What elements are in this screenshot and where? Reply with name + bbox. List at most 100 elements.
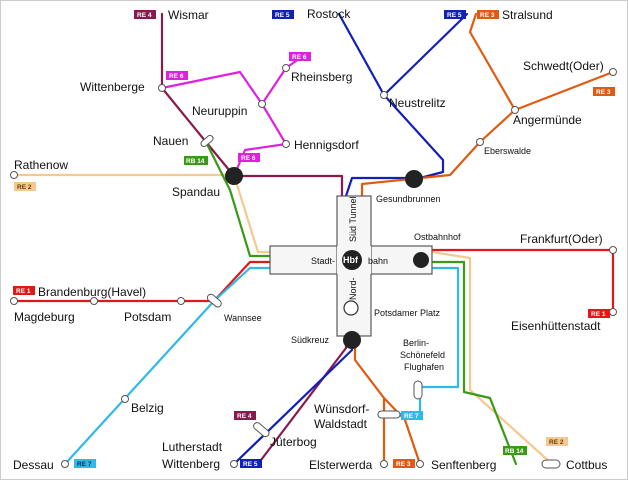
ostbahnhof-hub (413, 252, 429, 268)
station-spandau: Spandau (172, 185, 220, 199)
station-cottbus: Cottbus (566, 458, 607, 472)
hbf-label: Hbf (343, 255, 359, 265)
station-wittenberge: Wittenberge (80, 80, 145, 94)
station-magdeburg: Magdeburg (14, 310, 75, 324)
jueterbog-stop (253, 422, 270, 438)
hbf-hub (342, 250, 362, 270)
wuensdorf-stop (377, 410, 401, 419)
potsdam-stop (177, 297, 185, 305)
badge-re3-elsterwerda: RE 3 (393, 459, 415, 468)
station-potsdam: Potsdam (124, 310, 171, 324)
station-schoenefeld-line2: Schönefeld (400, 350, 445, 360)
svg-text:RE 2: RE 2 (17, 184, 32, 191)
svg-text:RE 6: RE 6 (169, 73, 184, 80)
svg-text:RE 4: RE 4 (137, 12, 152, 19)
badge-re3-schwedt: RE 3 (593, 87, 615, 96)
svg-text:RE 3: RE 3 (480, 12, 495, 19)
station-rheinsberg: Rheinsberg (291, 70, 352, 84)
station-frankfurt: Frankfurt(Oder) (520, 232, 603, 246)
gesundbrunnen-hub (405, 170, 423, 188)
eberswalde-stop (476, 138, 484, 146)
svg-text:RE 7: RE 7 (404, 413, 419, 420)
station-lutherstadt-line1: Lutherstadt (162, 440, 223, 454)
rathenow-stop (10, 171, 18, 179)
station-rathenow: Rathenow (14, 158, 68, 172)
station-schoenefeld-line3: Flughafen (404, 362, 444, 372)
station-dessau: Dessau (13, 458, 54, 472)
station-stralsund: Stralsund (502, 8, 553, 22)
station-belzig: Belzig (131, 401, 164, 415)
svg-text:RE 6: RE 6 (292, 54, 307, 61)
schoenefeld-stop (413, 380, 423, 400)
badge-rb14-nauen: RB 14 (184, 156, 208, 165)
badge-re1-eisenhuettenstadt: RE 1 (588, 309, 610, 318)
neustrelitz-stop (380, 91, 388, 99)
frankfurt-stop (609, 246, 617, 254)
belzig-stop (121, 395, 129, 403)
station-rostock: Rostock (307, 7, 351, 21)
svg-text:RE 2: RE 2 (549, 439, 564, 446)
svg-text:RE 4: RE 4 (237, 413, 252, 420)
wannsee-stop (206, 293, 222, 308)
svg-text:RE 6: RE 6 (241, 155, 256, 162)
svg-text:RE 1: RE 1 (16, 288, 31, 295)
badge-re5-wittenberg: RE 5 (240, 459, 262, 468)
magdeburg-stop (10, 297, 18, 305)
badge-re2-cottbus: RE 2 (546, 437, 568, 446)
badge-re2-rathenow: RE 2 (14, 182, 36, 191)
svg-text:RE 1: RE 1 (591, 311, 606, 318)
station-neustrelitz: Neustrelitz (389, 96, 446, 110)
elsterwerda-stop (380, 460, 388, 468)
senftenberg-stop (416, 460, 424, 468)
brandenburg-stop (90, 297, 98, 305)
station-wismar: Wismar (168, 8, 209, 22)
route-re2 (12, 173, 554, 466)
svg-text:RE 3: RE 3 (396, 461, 411, 468)
schwedt-stop (609, 68, 617, 76)
svg-text:RB 14: RB 14 (186, 158, 205, 165)
station-neuruppin: Neuruppin (192, 104, 247, 118)
svg-text:RE 5: RE 5 (275, 12, 290, 19)
station-jueterbog: Jüterbog (270, 435, 317, 449)
angermuende-stop (511, 106, 519, 114)
svg-text:RE 5: RE 5 (243, 461, 258, 468)
hennigsdorf-stop (282, 140, 290, 148)
badge-re5-rostock: RE 5 (272, 10, 294, 19)
badge-re3-stralsund: RE 3 (477, 10, 499, 19)
svg-text:RE 5: RE 5 (447, 12, 462, 19)
station-angermuende: Angermünde (513, 113, 582, 127)
station-schwedt: Schwedt(Oder) (523, 59, 604, 73)
stadtbahn-label-left: Stadt- (311, 256, 335, 266)
route-rb14 (204, 140, 518, 466)
badge-re6-hennigsdorf: RE 6 (238, 153, 260, 162)
dessau-stop (61, 460, 69, 468)
station-nauen: Nauen (153, 134, 188, 148)
station-suedkreuz: Südkreuz (291, 335, 330, 345)
nord-tunnel-label: Nord- (348, 277, 358, 300)
station-ostbahnhof: Ostbahnhof (414, 232, 461, 242)
eisenhuettenstadt-stop (609, 308, 617, 316)
station-senftenberg: Senftenberg (431, 458, 496, 472)
badge-re7-dessau: RE 7 (74, 459, 96, 468)
station-eisenhuettenstadt: Eisenhüttenstadt (511, 319, 601, 333)
badge-re4-jueterbog: RE 4 (234, 411, 256, 420)
badge-re7-wuensdorf: RE 7 (401, 411, 423, 420)
nauen-stop (200, 134, 214, 148)
spandau-hub (225, 167, 243, 185)
wittenberge-stop (158, 84, 166, 92)
sued-tunnel-label: Süd Tunnel (348, 196, 358, 242)
badge-re6-wittenberge: RE 6 (166, 71, 188, 80)
rheinsberg-stop (282, 64, 290, 72)
potsdamer-platz-stop (343, 300, 359, 316)
station-wuensdorf-line1: Wünsdorf- (314, 402, 369, 416)
lutherstadt-stop (230, 460, 238, 468)
station-schoenefeld-line1: Berlin- (403, 338, 429, 348)
station-wannsee: Wannsee (224, 313, 262, 323)
suedkreuz-hub (343, 331, 361, 349)
route-re3 (353, 12, 615, 466)
badge-re6-rheinsberg: RE 6 (289, 52, 311, 61)
station-eberswalde: Eberswalde (484, 146, 531, 156)
svg-text:RE 3: RE 3 (596, 89, 611, 96)
svg-text:RB 14: RB 14 (505, 448, 524, 455)
station-wuensdorf-line2: Waldstadt (314, 417, 368, 431)
